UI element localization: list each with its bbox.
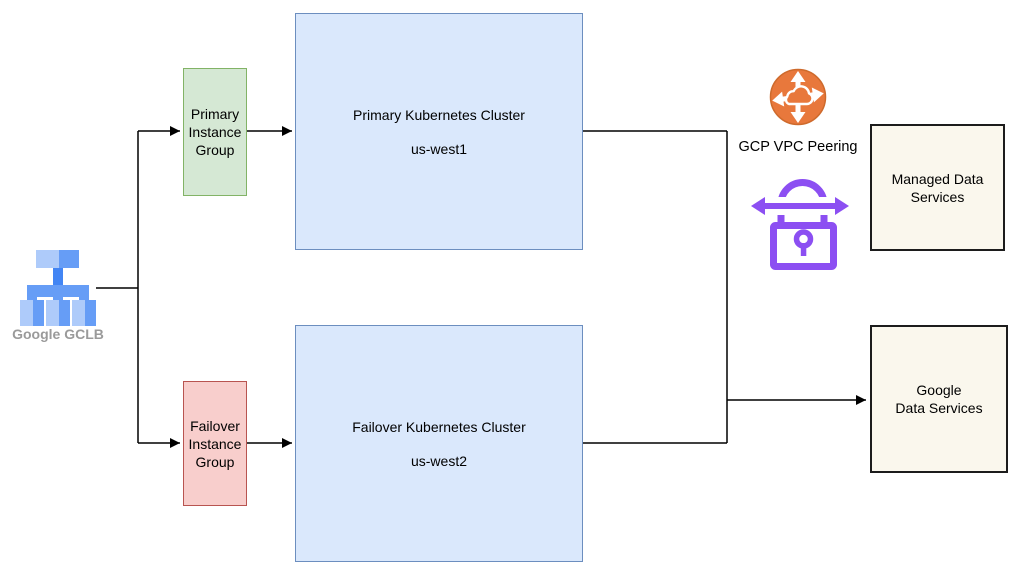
failover-instance-group-box: Failover Instance Group <box>183 381 247 506</box>
vpc-peering-router-icon <box>769 68 827 131</box>
failover-kubernetes-cluster-box: Failover Kubernetes Cluster us-west2 <box>295 325 583 562</box>
gclb-label: Google GCLB <box>12 326 104 342</box>
managed-data-services-box: Managed Data Services <box>870 124 1005 251</box>
primary-kubernetes-cluster-box: Primary Kubernetes Cluster us-west1 <box>295 13 583 250</box>
primary-instance-group-label: Primary Instance Group <box>188 106 242 158</box>
google-gclb-load-balancer-icon <box>20 248 96 331</box>
primary-cluster-title: Primary Kubernetes Cluster <box>353 106 525 123</box>
failover-instance-group-label: Failover Instance Group <box>188 417 242 470</box>
primary-cluster-region: us-west1 <box>410 140 468 157</box>
managed-data-services-label: Managed Data Services <box>891 170 984 205</box>
primary-instance-group-box: Primary Instance Group <box>183 68 247 196</box>
failover-cluster-region: us-west2 <box>410 452 468 469</box>
failover-cluster-title: Failover Kubernetes Cluster <box>352 418 526 435</box>
lock-bidirectional-arrow-icon <box>750 173 850 278</box>
google-data-services-box: Google Data Services <box>870 325 1008 473</box>
google-data-services-label: Google Data Services <box>895 382 983 416</box>
vpc-peering-label: GCP VPC Peering <box>738 139 858 155</box>
